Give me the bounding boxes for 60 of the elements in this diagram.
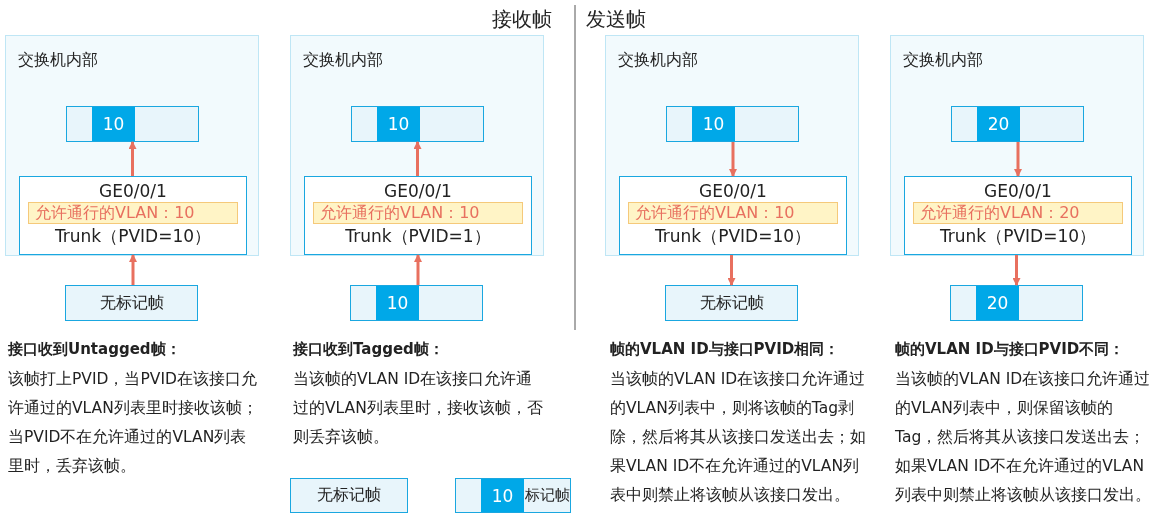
vlan-id-tag: 10 xyxy=(692,107,735,141)
interface-name: GE0/0/1 xyxy=(699,181,767,201)
vlan-id-tag: 10 xyxy=(377,107,420,141)
tagged-frame xyxy=(351,106,484,142)
switch-panel xyxy=(605,35,859,256)
interface-box xyxy=(19,176,247,255)
arrow xyxy=(727,255,736,286)
arrow xyxy=(413,141,422,176)
port-mode-text: Trunk（PVID=10） xyxy=(939,225,1097,248)
arrow xyxy=(729,142,737,177)
port-mode-text: Trunk（PVID=10） xyxy=(654,225,812,248)
port-mode-text: Trunk（PVID=1） xyxy=(345,225,491,248)
case-description: 当该帧的VLAN ID在该接口允许通过的VLAN列表里时，接收该帧，否则丢弃该帧。 xyxy=(293,369,544,448)
untagged-frame: 无标记帧 xyxy=(65,285,198,321)
arrow xyxy=(1012,255,1021,286)
port-mode-text: Trunk（PVID=10） xyxy=(54,225,212,248)
arrow xyxy=(414,254,422,285)
vlan-id-tag: 10 xyxy=(92,107,135,141)
arrow xyxy=(128,141,137,176)
panel-title: 交换机内部 xyxy=(303,50,383,71)
allowed-vlan-note: 允许通行的VLAN：10 xyxy=(628,202,838,224)
arrow xyxy=(129,254,137,285)
allowed-vlan-note: 允许通行的VLAN：10 xyxy=(313,202,523,224)
interface-name: GE0/0/1 xyxy=(984,181,1052,201)
interface-name: GE0/0/1 xyxy=(99,181,167,201)
interface-box xyxy=(619,176,847,255)
allowed-vlan-note: 允许通行的VLAN：10 xyxy=(28,202,238,224)
switch-panel xyxy=(5,35,259,256)
interface-box xyxy=(304,176,532,255)
panel-title: 交换机内部 xyxy=(18,50,98,71)
vlan-id-tag: 20 xyxy=(976,286,1019,320)
section-title: 发送帧 xyxy=(586,6,646,33)
legend-text: 标记帧 xyxy=(524,485,570,506)
arrow xyxy=(1014,142,1022,177)
case-description: 该帧打上PVID，当PVID在该接口允许通过的VLAN列表里时接收该帧；当PVID不在允许通过的VLAN列表里时，丢弃该帧。 xyxy=(8,369,259,477)
case-heading: 接口收到Untagged帧： xyxy=(8,340,181,359)
tagged-frame xyxy=(350,285,483,321)
tagged-frame xyxy=(66,106,199,142)
vlan-id-tag: 10 xyxy=(376,286,419,320)
section-title: 接收帧 xyxy=(492,6,552,33)
panel-title: 交换机内部 xyxy=(618,50,698,71)
switch-panel xyxy=(290,35,544,256)
interface-box xyxy=(904,176,1132,255)
legend-sample xyxy=(455,478,571,513)
allowed-vlan-note: 允许通行的VLAN：20 xyxy=(913,202,1123,224)
tagged-frame xyxy=(950,285,1083,321)
tagged-frame xyxy=(666,106,799,142)
switch-panel xyxy=(890,35,1144,256)
vlan-id-tag: 20 xyxy=(977,107,1020,141)
interface-name: GE0/0/1 xyxy=(384,181,452,201)
untagged-frame: 无标记帧 xyxy=(665,285,798,321)
case-description: 当该帧的VLAN ID在该接口允许通过的VLAN列表中，则保留该帧的Tag，然后将其从该接口发送出去；如果VLAN ID不在允许通过的VLAN列表中则禁止将该帧从该接口发出。 xyxy=(895,369,1151,506)
case-heading: 接口收到Tagged帧： xyxy=(293,340,444,359)
case-heading: 帧的VLAN ID与接口PVID相同： xyxy=(610,340,840,359)
legend-sample: 无标记帧 xyxy=(290,478,408,513)
vlan-id-tag: 10 xyxy=(481,479,524,512)
tagged-frame xyxy=(951,106,1084,142)
case-description: 当该帧的VLAN ID在该接口允许通过的VLAN列表中，则将该帧的Tag剥除，然后将其从该接口发送出去；如果VLAN ID不在允许通过的VLAN列表中则禁止将该帧从该接口发出。 xyxy=(610,369,866,506)
case-heading: 帧的VLAN ID与接口PVID不同： xyxy=(895,340,1125,359)
panel-title: 交换机内部 xyxy=(903,50,983,71)
